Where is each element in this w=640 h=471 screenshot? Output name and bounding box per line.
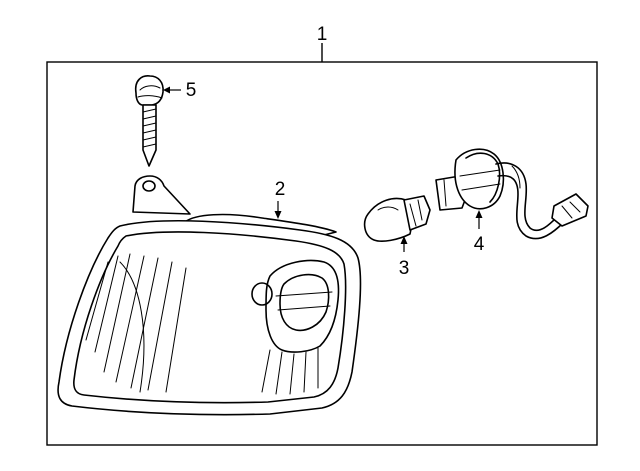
leader-3 <box>400 236 408 252</box>
callout-2: 2 <box>275 179 286 200</box>
callout-5: 5 <box>186 80 197 101</box>
assembly-frame <box>46 43 598 446</box>
lamp-housing-part <box>57 175 362 416</box>
leader-5 <box>163 86 181 94</box>
bulb-part <box>363 195 431 242</box>
leader-2 <box>274 201 282 219</box>
socket-harness-part <box>435 148 589 240</box>
leader-4 <box>475 210 483 229</box>
callout-1: 1 <box>317 24 328 45</box>
callout-3: 3 <box>399 258 410 279</box>
screw-part <box>134 75 164 167</box>
callout-4: 4 <box>474 234 485 255</box>
